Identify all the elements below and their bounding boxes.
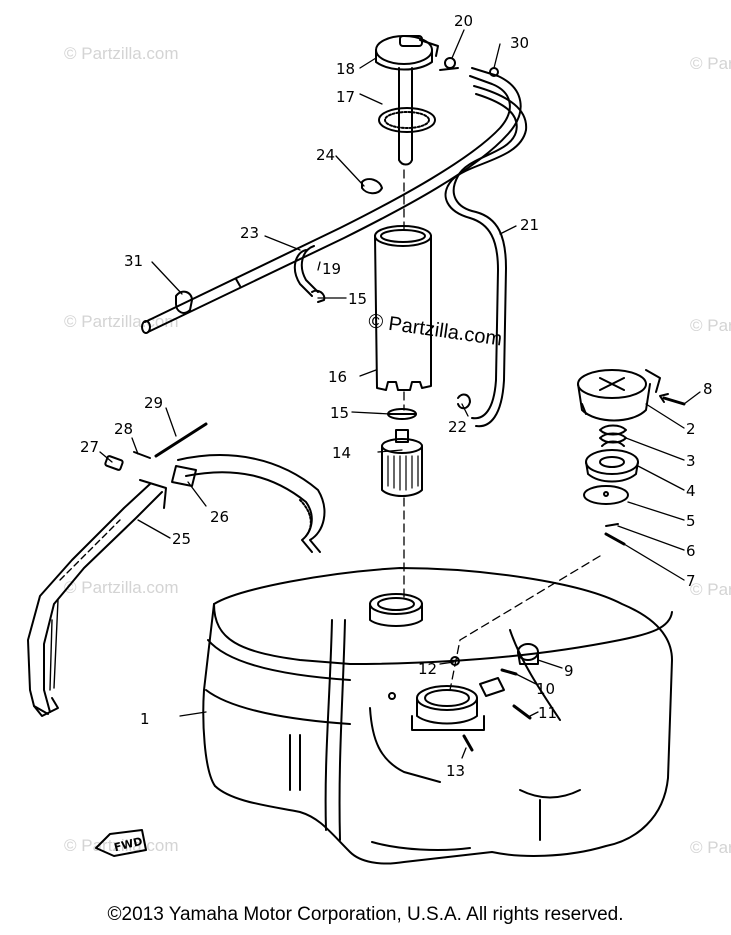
callout-labels: 1 2 3 4 5 6 7 8 9 10 11 12 13 14 15 15 1… <box>80 12 713 780</box>
callout-4: 4 <box>686 482 696 500</box>
hose-clip-small <box>457 393 471 410</box>
watermark: © Par <box>690 316 731 335</box>
callout-9: 9 <box>564 662 574 680</box>
callout-7: 7 <box>686 572 696 590</box>
callout-30: 30 <box>510 34 529 52</box>
o-ring <box>378 107 436 133</box>
callout-8: 8 <box>703 380 713 398</box>
cap-screw <box>659 393 686 406</box>
callout-12: 12 <box>418 660 437 678</box>
cap-pin <box>604 523 626 546</box>
watermark: © Par <box>690 54 731 73</box>
callout-14: 14 <box>332 444 351 462</box>
callout-6: 6 <box>686 542 696 560</box>
callout-23: 23 <box>240 224 259 242</box>
callout-21: 21 <box>520 216 539 234</box>
callout-20: 20 <box>454 12 473 30</box>
tank-screws <box>388 656 532 752</box>
watermark: © Par <box>690 838 731 857</box>
strap-bolts <box>104 422 208 471</box>
callout-29: 29 <box>144 394 163 412</box>
callout-11: 11 <box>538 704 557 722</box>
callout-24: 24 <box>316 146 335 164</box>
callout-25: 25 <box>172 530 191 548</box>
callout-10: 10 <box>536 680 555 698</box>
fuel-gauge-unit <box>375 35 439 166</box>
callout-2: 2 <box>686 420 696 438</box>
watermark: © Partzilla.com <box>64 578 179 597</box>
cap-gasket <box>585 449 639 483</box>
fuel-cap <box>577 369 661 422</box>
callout-16: 16 <box>328 368 347 386</box>
callout-31: 31 <box>124 252 143 270</box>
callout-28: 28 <box>114 420 133 438</box>
filter-screen <box>374 225 432 391</box>
tank-strap-right <box>171 454 326 553</box>
callout-18: 18 <box>336 60 355 78</box>
callout-3: 3 <box>686 452 696 470</box>
callout-13: 13 <box>446 762 465 780</box>
watermark: © Par <box>690 580 731 599</box>
watermark: © Partzilla.com <box>64 836 179 855</box>
clamp <box>361 178 383 195</box>
callout-1: 1 <box>140 710 150 728</box>
watermark: © Partzilla.com <box>64 44 179 63</box>
hose-clamp <box>387 408 417 420</box>
callout-26: 26 <box>210 508 229 526</box>
fuel-filter <box>381 429 423 497</box>
fuel-tank <box>202 567 673 865</box>
callout-5: 5 <box>686 512 696 530</box>
tank-strap-left <box>27 479 167 717</box>
cap-spring <box>599 424 627 447</box>
callout-22: 22 <box>448 418 467 436</box>
cap-plate <box>583 485 629 505</box>
callout-19: 19 <box>322 260 341 278</box>
callout-15-upper: 15 <box>348 290 367 308</box>
fuel-hoses <box>141 67 528 428</box>
callout-17: 17 <box>336 88 355 106</box>
copyright-notice: ©2013 Yamaha Motor Corporation, U.S.A. A… <box>107 904 624 925</box>
leader-lines <box>99 29 701 759</box>
callout-15-lower: 15 <box>330 404 349 422</box>
forward-arrow-icon: FWD <box>95 829 147 857</box>
callout-27: 27 <box>80 438 99 456</box>
